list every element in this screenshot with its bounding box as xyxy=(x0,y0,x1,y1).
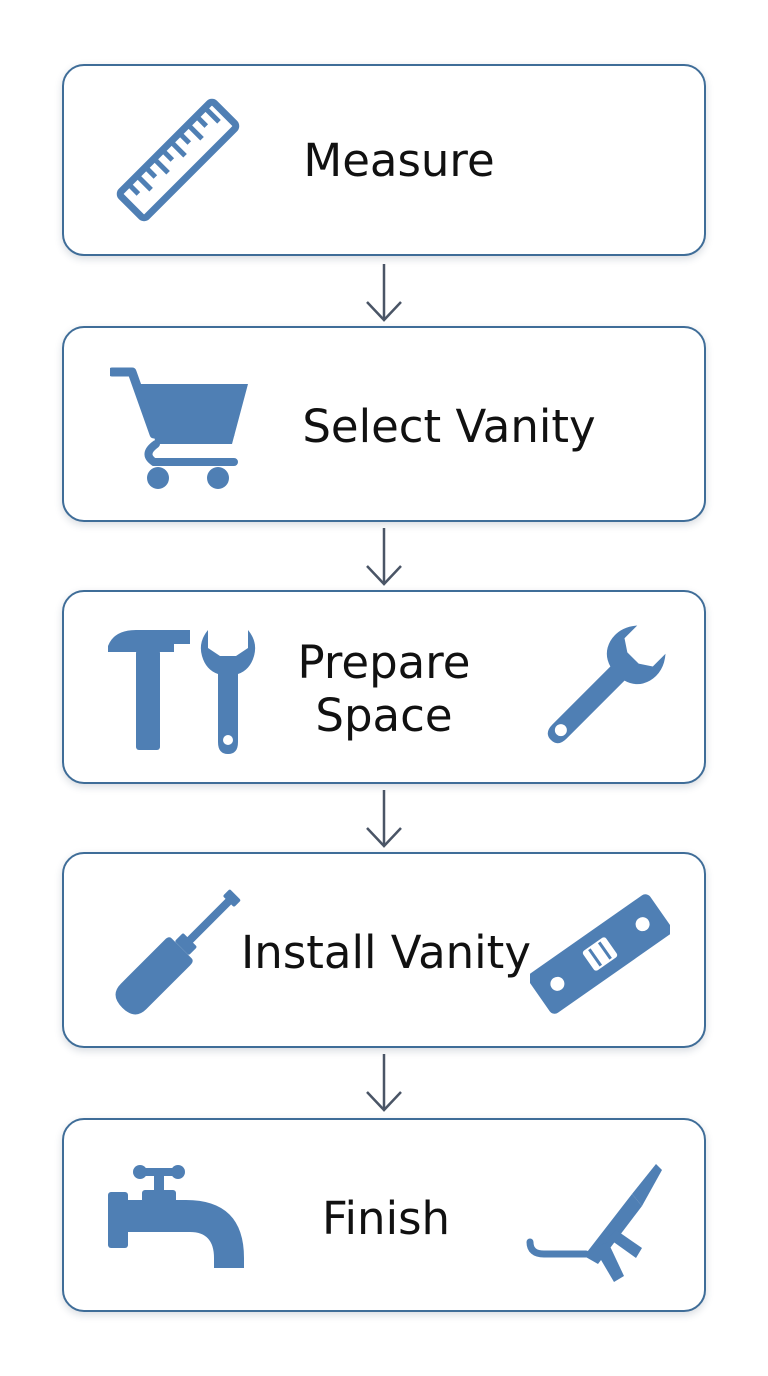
wrench-icon xyxy=(547,625,666,744)
step-install-vanity: Install Vanity xyxy=(62,852,706,1048)
hammer-icon xyxy=(108,630,190,750)
step-prepare-space: Prepare Space xyxy=(62,590,706,784)
step-label: Select Vanity xyxy=(302,400,596,453)
arrow-down-icon xyxy=(366,790,402,848)
caulking-gun-icon xyxy=(526,1164,662,1282)
arrow-down-icon xyxy=(366,528,402,586)
step-finish: Finish xyxy=(62,1118,706,1312)
step-label: Prepare Space xyxy=(297,636,471,743)
step-measure: Measure xyxy=(62,64,706,256)
faucet-icon xyxy=(108,1165,244,1268)
step-label: Measure xyxy=(303,134,495,187)
step-label: Install Vanity xyxy=(241,926,531,979)
step-select-vanity: Select Vanity xyxy=(62,326,706,522)
step-label: Finish xyxy=(321,1192,451,1245)
screwdriver-icon xyxy=(115,889,241,1015)
arrow-down-icon xyxy=(366,264,402,322)
arrow-down-icon xyxy=(366,1054,402,1112)
spirit-level-icon xyxy=(530,894,670,1014)
ruler-icon xyxy=(116,98,240,222)
wrench-icon xyxy=(200,630,256,754)
shopping-cart-icon xyxy=(110,367,248,489)
